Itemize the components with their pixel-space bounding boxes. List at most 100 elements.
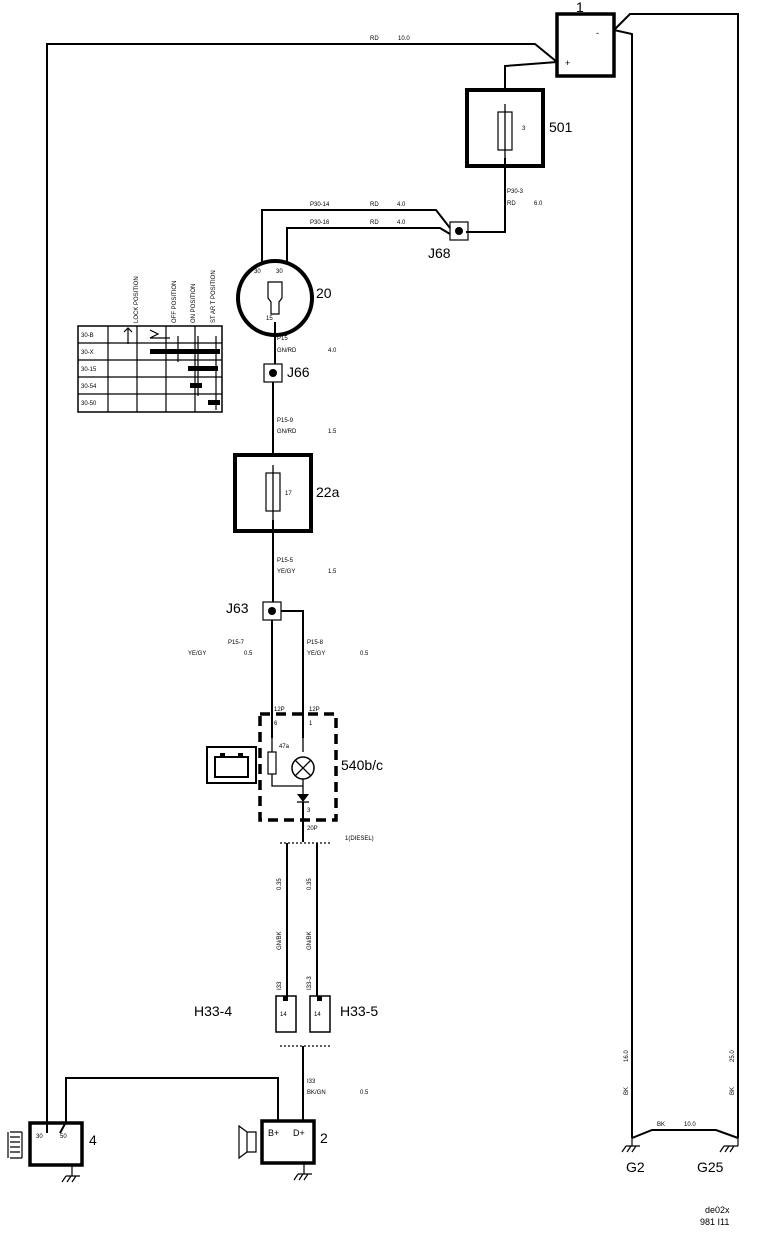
wire-battery-ground xyxy=(613,13,739,1138)
starter-50: 50 xyxy=(60,1134,67,1140)
wire-a-color: GN/BK xyxy=(277,931,283,950)
alternator-2: B+ D+ 2 xyxy=(238,1119,328,1181)
p15-9-label: P15-9 xyxy=(277,418,294,424)
j66-label: J66 xyxy=(287,364,310,380)
drawing-code-1: de02x xyxy=(705,1205,730,1215)
fuse-22a: 17 22a xyxy=(233,453,340,533)
wire-alt-starter xyxy=(59,1077,279,1134)
hdr-lock: LOCK POSITION xyxy=(134,276,140,323)
wire-p30-16 xyxy=(286,227,451,270)
ignition-switch-20: 30 30 15 20 xyxy=(236,259,332,337)
i33b-size: 0.5 xyxy=(360,1090,369,1096)
wire-ground-bridge xyxy=(631,1129,739,1139)
p15-9-size: 1.5 xyxy=(328,429,337,435)
diesel-note: 1(DIESEL) xyxy=(345,836,374,842)
battery-warning-icon xyxy=(206,746,257,784)
splice-j63: J63 xyxy=(226,600,282,621)
g2-wire-color: BK xyxy=(624,1087,630,1095)
p15-9-color: GN/RD xyxy=(277,429,297,435)
battery-plus: + xyxy=(565,58,570,68)
bridge-size: 10.0 xyxy=(684,1122,696,1128)
wire-battery-ground-g2 xyxy=(613,29,633,1138)
pin-6: 6 xyxy=(274,721,278,727)
i33-3-label: I33-3 xyxy=(307,976,313,990)
resistor-47a: 47a xyxy=(279,744,290,750)
g2-label: G2 xyxy=(626,1159,645,1175)
p15-color: GN/RD xyxy=(277,348,297,354)
wire-a-size: 0.35 xyxy=(277,878,283,890)
row-30-b: 30-B xyxy=(81,333,94,339)
p15-size: 4.0 xyxy=(328,348,337,354)
ground-g25: G25 xyxy=(697,1138,739,1175)
pin-3: 3 xyxy=(307,808,311,814)
i33-label: I33 xyxy=(277,981,283,990)
alt-label: 2 xyxy=(320,1130,328,1146)
p15-5-label: P15-5 xyxy=(277,558,294,564)
conn-12p-a: 12P xyxy=(274,707,285,713)
switch-position-table: 30-B 30-X 30-15 30-54 30-50 LOCK POSITIO… xyxy=(77,270,223,413)
p30-3-label: P30-3 xyxy=(507,189,524,195)
row-30-15: 30-15 xyxy=(81,367,97,373)
row-30-50: 30-50 xyxy=(81,401,97,407)
hdr-on: ON POSITION xyxy=(191,284,197,323)
g2-wire-size: 16.0 xyxy=(624,1050,630,1062)
p30-16-label: P30-16 xyxy=(310,220,330,226)
battery-label: 1 xyxy=(576,0,584,15)
wire-top-color: RD xyxy=(370,36,379,42)
p30-16-color: RD xyxy=(370,220,379,226)
pin-14a: 14 xyxy=(280,1012,287,1018)
p15-7-color: YE/GY xyxy=(188,651,206,657)
ign-20-label: 20 xyxy=(316,285,332,301)
g25-wire-size: 25.0 xyxy=(730,1050,736,1062)
bridge-color: BK xyxy=(657,1122,665,1128)
p30-14-color: RD xyxy=(370,202,379,208)
p30-14-label: P30-14 xyxy=(310,202,330,208)
p15-7-size: 0.5 xyxy=(244,651,253,657)
ign-30b: 30 xyxy=(276,269,283,275)
p30-3-color: RD xyxy=(507,201,516,207)
wire-top-size: 10.0 xyxy=(398,36,410,42)
wire-b-size: 0.35 xyxy=(307,878,313,890)
row-30-54: 30-54 xyxy=(81,384,97,390)
fuse22a-label: 22a xyxy=(316,484,340,500)
j63-label: J63 xyxy=(226,600,249,616)
hdr-start: ST AR T POSITION xyxy=(211,270,217,323)
wire-p30-14 xyxy=(261,209,451,270)
ign-15: 15 xyxy=(266,316,273,322)
conn-12p-b: 12P xyxy=(309,707,320,713)
conn-20p: 20P xyxy=(307,826,318,832)
starter-30: 30 xyxy=(36,1134,43,1140)
p15-7-label: P15-7 xyxy=(228,640,245,646)
p15-5-color: YE/GY xyxy=(277,569,295,575)
splice-j66: J66 xyxy=(263,363,310,383)
wire-battery-starter xyxy=(46,43,558,1133)
p15-8-size: 0.5 xyxy=(360,651,369,657)
starter-label: 4 xyxy=(89,1132,97,1148)
fuse22a-num: 17 xyxy=(285,491,292,497)
p15-label: P15 xyxy=(277,336,288,342)
g25-wire-color: BK xyxy=(730,1087,736,1095)
ground-g2: G2 xyxy=(621,1138,645,1175)
fuse-501: 3 501 xyxy=(465,88,573,168)
p30-3-size: 6.0 xyxy=(534,201,543,207)
splice-j68: J68 xyxy=(428,221,469,261)
wire-b-color: GN/BK xyxy=(307,931,313,950)
connector-h33-5: 14 H33-5 xyxy=(309,995,378,1033)
hdr-off: OFF POSITION xyxy=(172,281,178,323)
battery-1: 1 + - xyxy=(555,0,616,78)
fuse501-label: 501 xyxy=(549,119,573,135)
pin-14b: 14 xyxy=(314,1012,321,1018)
alt-dplus: D+ xyxy=(293,1128,305,1138)
p30-16-size: 4.0 xyxy=(397,220,406,226)
pin-1: 1 xyxy=(309,721,313,727)
g25-label: G25 xyxy=(697,1159,724,1175)
j68-label: J68 xyxy=(428,245,451,261)
i33b-label: I33 xyxy=(307,1079,316,1085)
p30-14-size: 4.0 xyxy=(397,202,406,208)
row-30-x: 30-X xyxy=(81,350,94,356)
p15-5-size: 1.5 xyxy=(328,569,337,575)
p15-8-color: YE/GY xyxy=(307,651,325,657)
wire-fuse501-j68 xyxy=(466,158,506,233)
drawing-code-2: 981 I11 xyxy=(700,1217,729,1227)
